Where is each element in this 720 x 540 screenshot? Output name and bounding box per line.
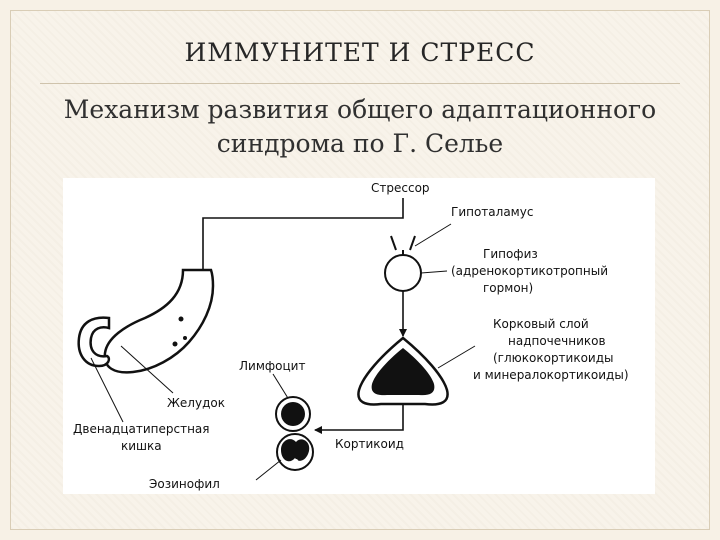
label-duodenum-2: кишка (121, 439, 162, 453)
slide-title: ИММУНИТЕТ И СТРЕСС (184, 38, 536, 67)
label-cortex-2: надпочечников (508, 334, 606, 348)
eosinophil-granule (294, 459, 298, 463)
duodenum-organ (77, 316, 111, 368)
cortex-pointer (437, 345, 476, 369)
stomach-pointer (120, 345, 174, 394)
label-stomach: Желудок (167, 396, 225, 410)
label-pituitary-1: Гипофиз (483, 247, 538, 261)
adrenal-medulla (371, 348, 435, 396)
label-stressor: Стрессор (371, 181, 430, 195)
stomach-organ (103, 268, 215, 374)
selye-diagram: Стрессор Гипоталамус Гипофиз (адренокорт… (63, 178, 655, 494)
pituitary-gland (384, 254, 422, 292)
selye-diagram-svg: Стрессор Гипоталамус Гипофиз (адренокорт… (73, 181, 629, 491)
label-corticoid: Кортикоид (335, 437, 404, 451)
label-lymphocyte: Лимфоцит (239, 359, 305, 373)
label-hypothalamus: Гипоталамус (451, 205, 533, 219)
hypothalamus-input-right (409, 235, 416, 251)
eosinophil-pointer (255, 459, 282, 481)
label-cortex-3: (глюкокортикоиды (493, 351, 614, 365)
label-pituitary-2: (адренокортикотропный (451, 264, 608, 278)
label-cortex-4: и минералокортикоиды) (473, 368, 629, 382)
hypothalamus-pointer (414, 223, 452, 247)
label-eosinophil: Эозинофил (149, 477, 220, 491)
pituitary-pointer (420, 270, 448, 274)
label-cortex-1: Корковый слой (493, 317, 589, 331)
subtitle-line-2: синдрома по Г. Селье (216, 129, 504, 158)
title-divider (40, 83, 680, 84)
stressor-line (199, 198, 404, 304)
ulcer-spot-3 (183, 336, 187, 340)
label-pituitary-3: гормон) (483, 281, 533, 295)
duodenum-pointer (90, 357, 124, 423)
corticoid-line (314, 404, 404, 434)
ulcer-spot-2 (172, 341, 178, 347)
slide-subtitle: Механизм развития общего адаптационного … (0, 93, 720, 161)
lymphocyte-nucleus (281, 402, 305, 426)
label-duodenum-1: Двенадцатиперстная (73, 422, 210, 436)
ulcer-spot-1 (178, 316, 184, 322)
hypothalamus-input-left (390, 235, 397, 251)
subtitle-line-1: Механизм развития общего адаптационного (63, 95, 657, 124)
eosinophil-nucleus (281, 439, 310, 462)
